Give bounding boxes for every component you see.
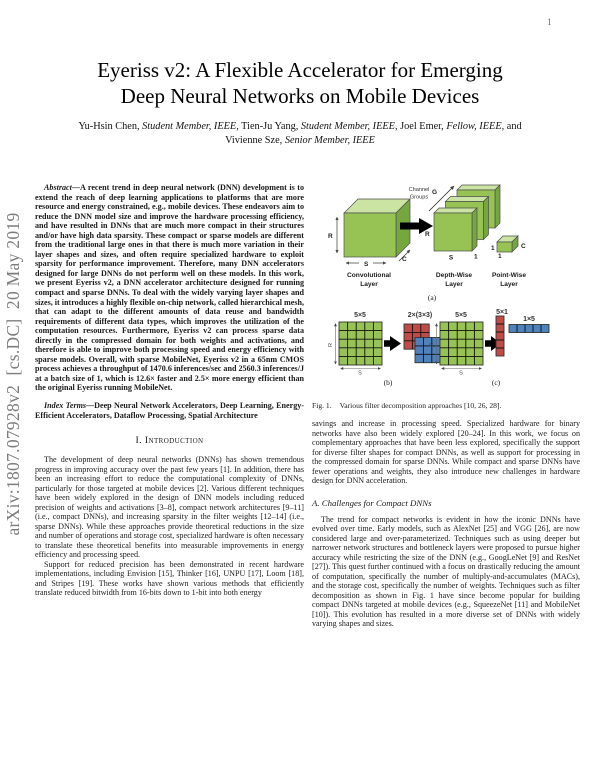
part-b-dimensions [334,323,381,370]
authors-line-1: Yu-Hsin Chen, Student Member, IEEE, Tien… [0,120,600,134]
arxiv-watermark: arXiv:1807.07928v2 [cs.DC] 20 May 2019 [3,212,23,536]
channel-groups-arrow-icon [428,185,455,212]
part-c-blue-label: 1×5 [523,316,535,323]
author-role: Fellow, IEEE, [446,121,505,132]
section-heading-introduction: I. Introduction [135,435,204,447]
channel-groups-label-1: Channel [409,187,430,193]
conv-r-label: R [328,233,333,240]
abstract-text: —A recent trend in deep neural network (… [35,183,304,393]
part-c-src-label: 5×5 [455,312,467,319]
right-paragraph-2: The trend for compact networks is eviden… [312,514,580,629]
author-role: Senior Member, IEEE [284,134,375,146]
conv-c-label: C [402,256,407,263]
filter-bar-1x5-blue [508,324,550,333]
filter-bar-5x1-red [495,315,505,357]
conv-s-label: S [364,261,369,268]
figure-part-a-tag: (a) [428,293,437,302]
intro-paragraph-2: Support for reduced precision has been d… [35,559,304,598]
author-name: Vivienne Sze, [225,134,285,146]
depthwise-layer-label-1: Depth-Wise [436,272,473,279]
right-column: R S C Convolutional Layer Channel Groups… [312,180,580,629]
part-b-s-label: S [358,371,362,377]
depthwise-layer-stack [433,184,501,252]
abstract-lead: Abstract [44,183,72,192]
pointwise-one1-label: 1 [491,245,495,252]
part-c-s-label: S [459,371,463,377]
figure-1-caption-label: Fig. 1. [312,401,332,410]
conv-cube-dimensions [335,216,411,265]
part-b-r-label: R [328,343,334,347]
depthwise-s-label: S [449,255,454,262]
conv-layer-cube [343,198,411,258]
left-column: Abstract—A recent trend in deep neural n… [35,183,304,598]
part-c-dimensions [435,323,482,370]
paper-title: Eyeriss v2: A Flexible Accelerator for E… [0,57,600,109]
depthwise-layer-label-2: Layer [445,281,463,288]
part-c-red-label: 5×1 [496,309,508,316]
figure-part-b-tag: (b) [384,378,393,387]
paper-title-line1: Eyeriss v2: A Flexible Accelerator for E… [97,58,503,82]
conv-layer-label-1: Convolutional [347,272,391,279]
author-name: Joel Emer, [397,121,447,132]
channel-groups-label-2: Groups [410,195,429,201]
pointwise-c-label: C [521,243,526,250]
authors-block: Yu-Hsin Chen, Student Member, IEEE, Tien… [0,120,600,147]
pointwise-one2-label: 1 [498,253,502,260]
decompose-arrow-c-icon [485,336,501,351]
index-terms-paragraph: Index Terms—Deep Neural Network Accelera… [35,401,304,420]
pointwise-layer-bar [496,235,519,253]
paper-title-line2: Deep Neural Networks on Mobile Devices [120,84,480,108]
g-label: G [432,189,437,196]
pointwise-layer-label-1: Point-Wise [492,272,526,279]
index-terms-text: —Deep Neural Network Accelerators, Deep … [35,401,305,420]
index-terms-lead: Index Terms [44,401,87,411]
depthwise-r-label: R [425,231,430,238]
figure-1-graphic: R S C Convolutional Layer Channel Groups… [328,184,550,387]
part-c-r-label: R [429,343,435,347]
figure-1: R S C Convolutional Layer Channel Groups… [312,180,580,410]
conv-layer-label-2: Layer [360,281,378,288]
pointwise-layer-label-2: Layer [500,281,518,288]
figure-1-caption-text: Various filter decomposition approaches … [339,401,502,410]
intro-paragraph-1: The development of deep neural networks … [35,455,304,560]
author-name: Tien-Ju Yang, [238,121,301,132]
abstract-paragraph: Abstract—A recent trend in deep neural n… [35,183,304,393]
decompose-arrow-b-icon [384,336,401,351]
authors-line-2: Vivienne Sze, Senior Member, IEEE [0,134,600,148]
right-paragraph-1: savings and increase in processing speed… [312,419,580,485]
page-number: 1 [547,17,552,27]
authors-and: and [504,121,522,132]
filter-grid-5x5-c [439,321,484,366]
figure-part-c-tag: (c) [492,378,501,387]
author-role: Student Member, IEEE, [142,121,239,132]
part-b-src-label: 5×5 [354,312,366,319]
subsection-heading-a: A. Challenges for Compact DNNs [312,497,432,508]
depthwise-one-label: 1 [474,254,478,261]
author-name: Yu-Hsin Chen, [78,121,143,132]
decompose-arrow-icon [400,218,433,234]
part-b-dst-label: 2×(3×3) [408,312,433,319]
filter-grid-5x5-b [338,321,383,366]
author-role: Student Member, IEEE, [300,121,398,132]
figure-1-caption: Fig. 1. Various filter decomposition appr… [312,401,580,410]
